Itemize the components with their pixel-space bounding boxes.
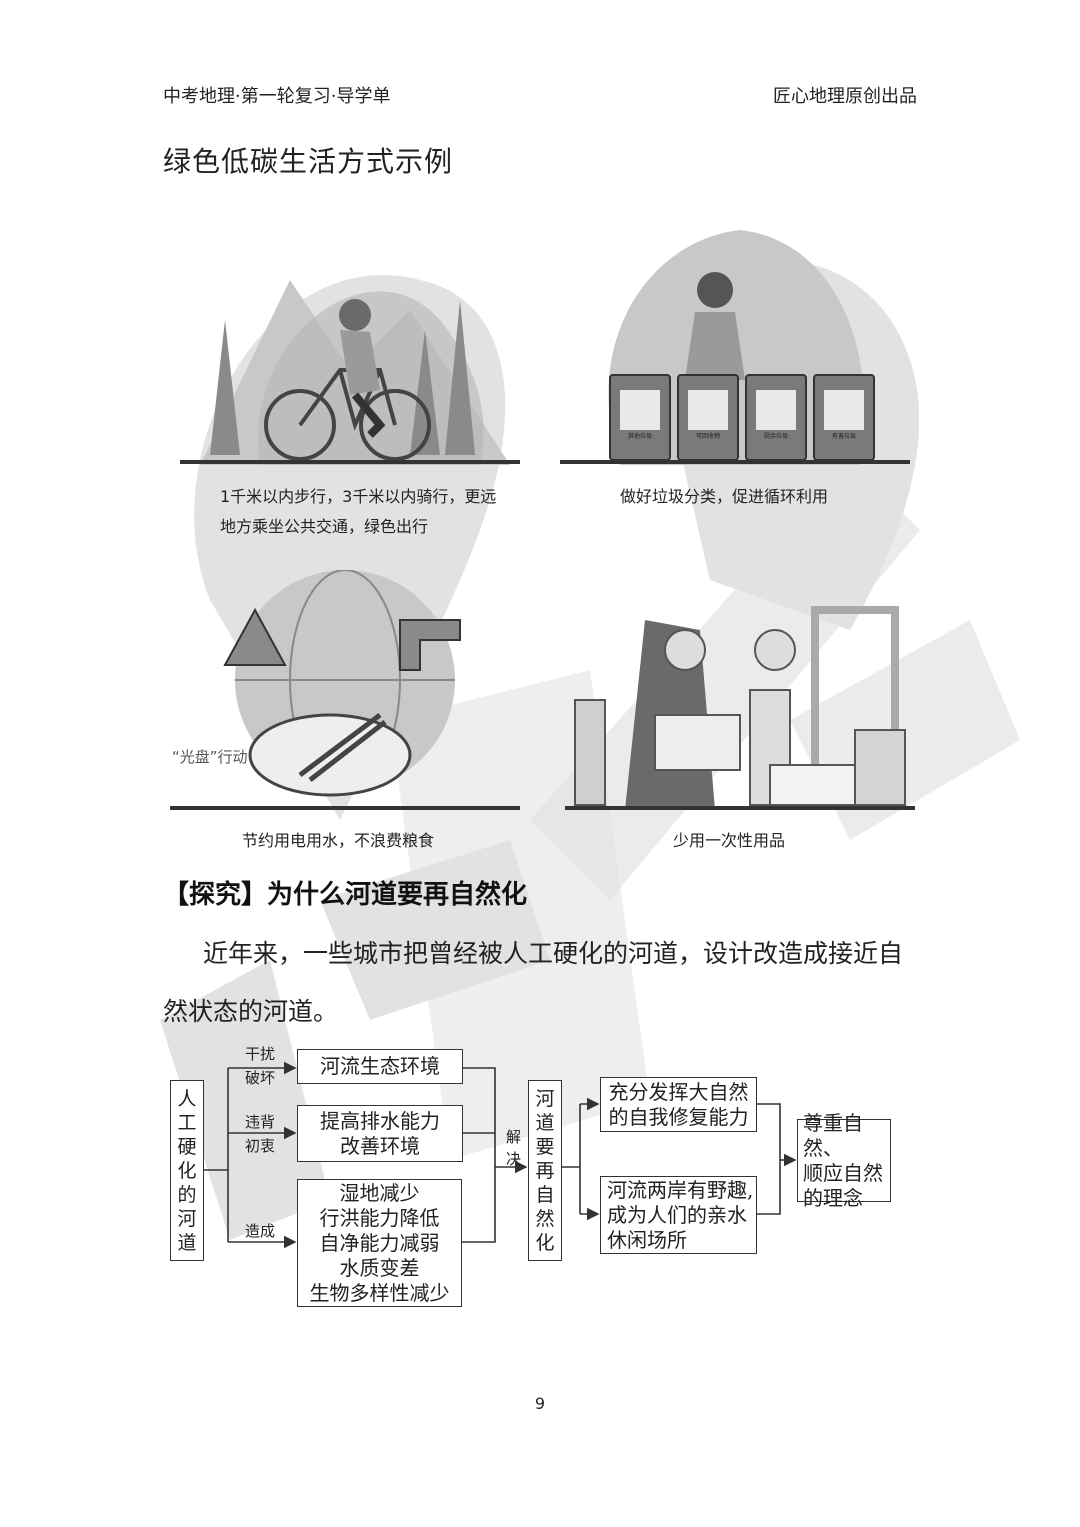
explore-paragraph: 近年来，一些城市把曾经被人工硬化的河道，设计改造成接近自然状态的河道。 (163, 939, 904, 1026)
final-box: 尊重自然、 顺应自然 的理念 (797, 1111, 891, 1210)
caption-cycling: 1千米以内步行，3千米以内骑行，更远 地方乘坐公共交通，绿色出行 (220, 487, 497, 536)
header-right: 匠心地理原创出品 (773, 86, 917, 107)
illustration-cycling (180, 220, 520, 470)
result2-box: 河流两岸有野趣, 成为人们的亲水 休闲场所 (600, 1176, 757, 1254)
branch1-box: 河流生态环境 (297, 1049, 463, 1084)
bin-label-2: 可回收物 (696, 432, 720, 440)
caption-saving: 节约用电用水，不浪费粮食 (242, 831, 435, 850)
solve-label: 解 决 (506, 1128, 522, 1168)
illustration-disposables (565, 600, 915, 815)
page-number: 9 (534, 1394, 546, 1413)
branch3-label: 造成 (245, 1222, 276, 1240)
ground-line (170, 806, 520, 810)
bin-label-1: 其他垃圾 (628, 432, 652, 440)
bin-label-4: 有害垃圾 (832, 432, 856, 440)
branch1-label: 干扰 破坏 (245, 1045, 276, 1087)
explore-title: 【探究】为什么河道要再自然化 (163, 880, 528, 910)
branch3-box: 湿地减少 行洪能力降低 自净能力减弱 水质变差 生物多样性减少 (297, 1179, 462, 1307)
flow-middle-box: 河道要再自然化 (528, 1080, 562, 1261)
illustration-garbage-sorting: 其他垃圾 可回收物 厨余垃圾 有害垃圾 (560, 220, 910, 470)
flow-source-box: 人工硬化的河道 (170, 1080, 204, 1261)
ground-line (560, 460, 910, 464)
caption-disposables: 少用一次性用品 (673, 831, 786, 850)
guangpan-label: “光盘”行动 (172, 748, 248, 766)
result1-box: 充分发挥大自然 的自我修复能力 (600, 1077, 757, 1132)
ground-line (565, 806, 915, 810)
ground-line (180, 460, 520, 464)
caption-garbage: 做好垃圾分类，促进循环利用 (620, 487, 829, 506)
bin-label-3: 厨余垃圾 (764, 432, 788, 440)
header-left: 中考地理·第一轮复习·导学单 (163, 86, 391, 107)
section-title: 绿色低碳生活方式示例 (163, 145, 454, 178)
branch2-box: 提高排水能力 改善环境 (297, 1105, 463, 1162)
branch2-label: 违背 初衷 (245, 1113, 276, 1155)
illustration-saving (170, 570, 520, 815)
